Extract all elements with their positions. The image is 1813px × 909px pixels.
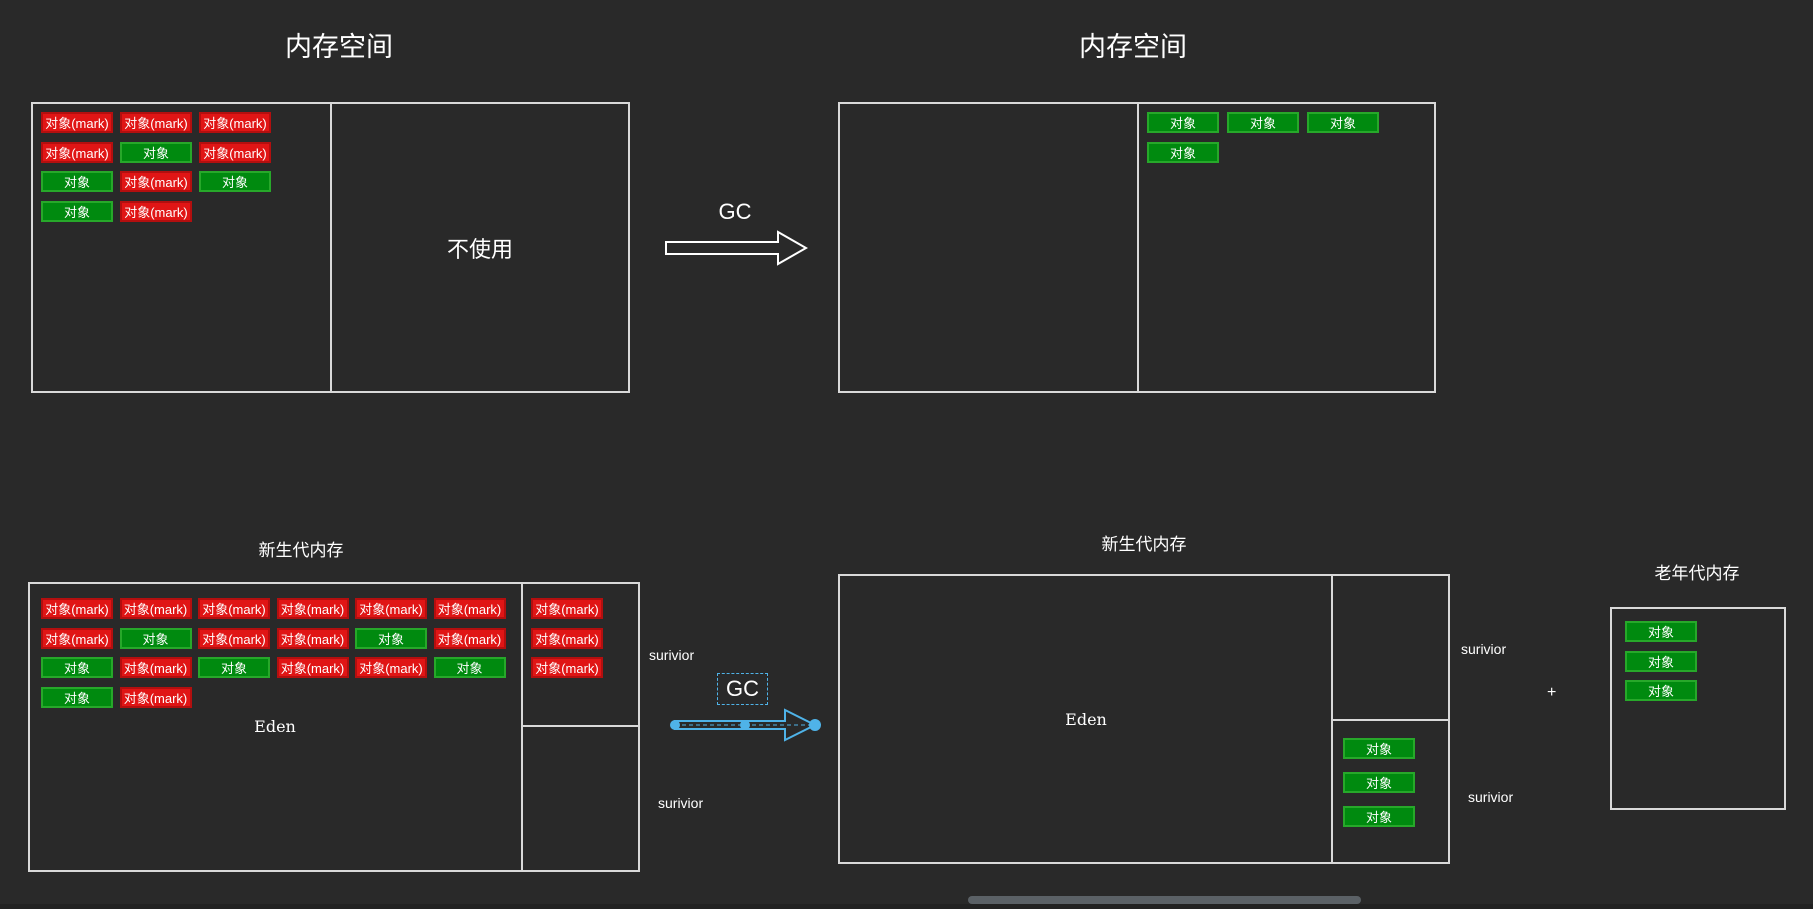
top-right-divider [1137,102,1139,393]
marked-object[interactable]: 对象(mark) [41,112,113,133]
marked-object[interactable]: 对象(mark) [120,112,192,133]
live-object[interactable]: 对象 [1343,772,1415,793]
bottom-right-title: 新生代内存 [1101,535,1187,554]
marked-object[interactable]: 对象(mark) [531,627,603,649]
young-before-eden-divider [521,582,523,872]
live-object[interactable]: 对象 [1343,806,1415,827]
eden-after-label: Eden [1065,710,1107,729]
top-right-title: 内存空间 [1079,32,1187,62]
survivor-after-label-1: surivior [1461,641,1507,657]
live-object[interactable]: 对象 [1227,112,1299,133]
marked-object[interactable]: 对象(mark) [41,598,113,619]
marked-object[interactable]: 对象(mark) [276,627,349,649]
marked-object[interactable]: 对象(mark) [276,657,349,678]
marked-object[interactable]: 对象(mark) [119,598,192,619]
marked-object[interactable]: 对象(mark) [41,141,113,163]
live-object[interactable]: 对象 [1147,112,1219,133]
live-object[interactable]: 对象 [41,171,113,192]
top-gc-label: GC [718,199,752,224]
live-object[interactable]: 对象 [1625,621,1697,642]
marked-object[interactable]: 对象(mark) [355,598,427,619]
live-object[interactable]: 对象 [198,657,270,678]
live-object[interactable]: 对象 [120,141,192,163]
marked-object[interactable]: 对象(mark) [199,141,271,163]
live-object[interactable]: 对象 [1343,738,1415,759]
survivor-after-label-2: surivior [1468,789,1514,805]
top-left-title: 内存空间 [285,32,393,62]
horizontal-scrollbar-thumb[interactable] [968,896,1361,904]
live-object[interactable]: 对象 [1147,141,1219,163]
unused-label: 不使用 [446,237,513,262]
marked-object[interactable]: 对象(mark) [199,112,271,133]
live-object[interactable]: 对象 [199,171,271,192]
young-after-survivor-divider [1331,719,1450,721]
marked-object[interactable]: 对象(mark) [119,657,192,678]
live-object[interactable]: 对象 [41,200,113,222]
live-object[interactable]: 对象 [41,657,113,678]
live-object[interactable]: 对象 [1307,112,1379,133]
marked-object[interactable]: 对象(mark) [198,598,270,619]
live-object[interactable]: 对象 [1625,650,1697,672]
marked-object[interactable]: 对象(mark) [355,657,427,678]
marked-object[interactable]: 对象(mark) [120,200,192,222]
live-object[interactable]: 对象 [41,686,113,708]
bottom-gc-label[interactable]: GC [717,673,768,705]
old-gen-frame[interactable] [1610,607,1786,810]
marked-object[interactable]: 对象(mark) [120,171,192,192]
live-object[interactable]: 对象 [1625,680,1697,701]
marked-object[interactable]: 对象(mark) [276,598,349,619]
bottom-gc-arrow[interactable] [665,705,825,745]
marked-object[interactable]: 对象(mark) [531,657,603,678]
marked-object[interactable]: 对象(mark) [198,627,270,649]
marked-object[interactable]: 对象(mark) [433,598,506,619]
horizontal-scrollbar-track[interactable] [0,904,1813,909]
live-object[interactable]: 对象 [119,627,192,649]
top-gc-arrow[interactable] [662,228,812,268]
young-gen-before-frame[interactable] [28,582,640,872]
survivor-before-label-2: surivior [658,795,704,811]
live-object[interactable]: 对象 [433,657,506,678]
live-object[interactable]: 对象 [355,627,427,649]
plus-sign: + [1547,684,1557,701]
survivor-before-label-1: surivior [649,647,695,663]
marked-object[interactable]: 对象(mark) [119,686,192,708]
eden-before-label: Eden [254,717,296,736]
marked-object[interactable]: 对象(mark) [433,627,506,649]
old-gen-title: 老年代内存 [1654,564,1740,583]
bottom-left-title: 新生代内存 [258,541,344,560]
marked-object[interactable]: 对象(mark) [531,598,603,619]
marked-object[interactable]: 对象(mark) [41,627,113,649]
young-before-survivor-divider [521,725,640,727]
top-left-divider [330,102,332,393]
